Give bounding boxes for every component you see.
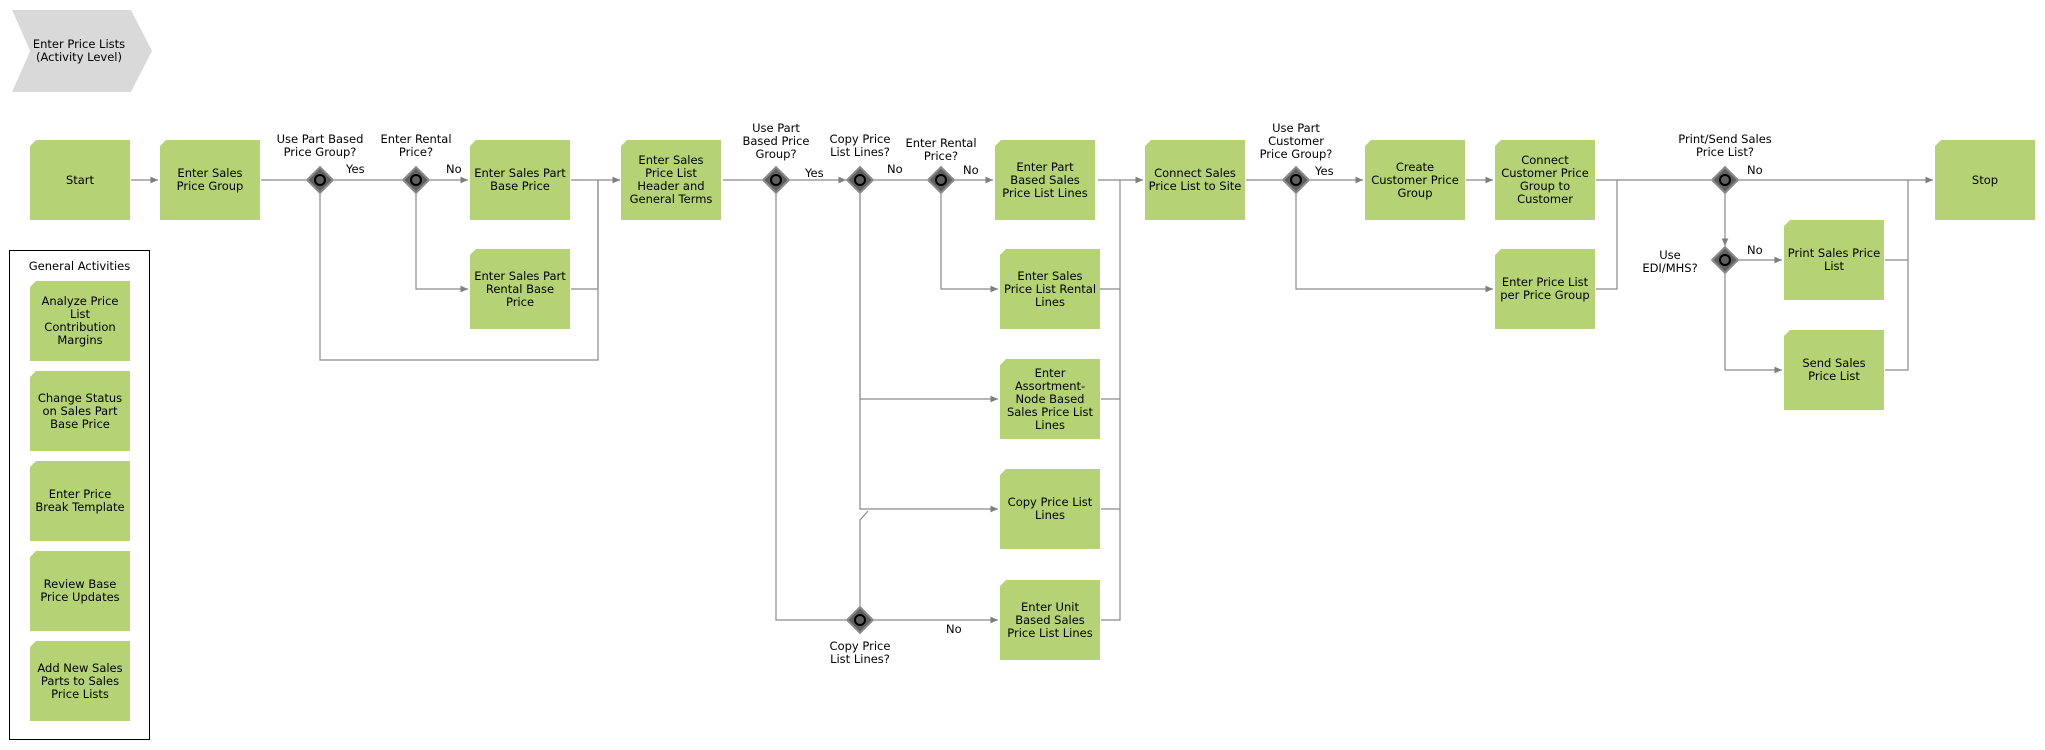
activity-enter-assortment-lines[interactable]: Enter Assortment-Node Based Sales Price … — [1000, 359, 1100, 439]
gateway-circle-icon — [770, 174, 782, 186]
general-activities-panel: General Activities Analyze Price List Co… — [9, 250, 150, 740]
activity-enter-sales-price-list-header[interactable]: Enter Sales Price List Header and Genera… — [621, 140, 721, 220]
edge-g4-copy — [859, 194, 998, 513]
edge-collector — [1098, 180, 1121, 290]
edge-g7-down — [1295, 194, 1493, 293]
gateway-label: Print/Send Sales Price List? — [1678, 132, 1772, 159]
edge-g4-down-assort — [859, 194, 998, 403]
activity-enter-rental-lines[interactable]: Enter Sales Price List Rental Lines — [1000, 249, 1100, 329]
edge-label-no: No — [963, 163, 979, 177]
legend-activity[interactable]: Enter Price Break Template — [30, 461, 130, 541]
gateway-use-part-based-price-group-2[interactable] — [761, 165, 791, 195]
activity-create-customer-price-group[interactable]: Create Customer Price Group — [1365, 140, 1465, 220]
edge-g9-down — [1724, 274, 1782, 374]
gateway-label: Enter Rental Price? — [380, 132, 452, 159]
edge-label-yes: Yes — [346, 162, 365, 176]
legend-activity[interactable]: Change Status on Sales Part Base Price — [30, 371, 130, 451]
activity-enter-sales-price-group[interactable]: Enter Sales Price Group — [160, 140, 260, 220]
activity-enter-sales-part-base-price[interactable]: Enter Sales Part Base Price — [470, 140, 570, 220]
edge-g6-up — [859, 510, 869, 606]
activity-stop[interactable]: Stop — [1935, 140, 2035, 220]
edge-rental-to-header — [571, 180, 599, 290]
edge-g5-down — [940, 194, 998, 293]
activity-enter-price-list-per-group[interactable]: Enter Price List per Price Group — [1495, 249, 1595, 329]
gateway-copy-price-list-lines-2[interactable] — [845, 605, 875, 635]
legend-activity[interactable]: Review Base Price Updates — [30, 551, 130, 631]
activity-print-sales-price-list[interactable]: Print Sales Price List — [1784, 220, 1884, 300]
edge-print-to-stop — [1885, 180, 1909, 261]
gateway-circle-icon — [854, 614, 866, 626]
gateway-circle-icon — [1290, 174, 1302, 186]
edge-label-no: No — [887, 162, 903, 176]
activity-send-sales-price-list[interactable]: Send Sales Price List — [1784, 330, 1884, 410]
activity-enter-unit-based-lines[interactable]: Enter Unit Based Sales Price List Lines — [1000, 580, 1100, 660]
gateway-label: Use EDI/MHS? — [1642, 248, 1698, 275]
edge-label-no: No — [446, 162, 462, 176]
gateway-copy-price-list-lines[interactable] — [845, 165, 875, 195]
activity-copy-price-list-lines[interactable]: Copy Price List Lines — [1000, 469, 1100, 549]
gateway-label: Enter Rental Price? — [905, 136, 977, 163]
edge-g3-down — [775, 194, 846, 621]
legend-activity[interactable]: Analyze Price List Contribution Margins — [30, 281, 130, 361]
edge-perpg-to-g8 — [1596, 180, 1618, 290]
gateway-label: Copy Price List Lines? — [829, 132, 891, 159]
edge-label-yes: Yes — [805, 166, 824, 180]
gateway-use-part-customer-price-group[interactable] — [1281, 165, 1311, 195]
gateway-label: Use Part Based Price Group? — [742, 121, 810, 161]
edge-g2-down — [415, 194, 468, 293]
gateway-enter-rental-price-2[interactable] — [926, 165, 956, 195]
activity-connect-to-site[interactable]: Connect Sales Price List to Site — [1145, 140, 1245, 220]
legend-activity[interactable]: Add New Sales Parts to Sales Price Lists — [30, 641, 130, 721]
gateway-label: Use Part Based Price Group? — [276, 132, 364, 159]
activity-enter-sales-part-rental-base-price[interactable]: Enter Sales Part Rental Base Price — [470, 249, 570, 329]
edge-assort-collector — [1101, 289, 1121, 400]
gateway-use-edi-mhs[interactable] — [1710, 245, 1740, 275]
gateway-enter-rental-price[interactable] — [401, 165, 431, 195]
activity-connect-customer-price-group[interactable]: Connect Customer Price Group to Customer — [1495, 140, 1595, 220]
edge-label-no: No — [1747, 243, 1763, 257]
legend-title: General Activities — [28, 259, 131, 273]
edge-unit-collector — [1101, 509, 1121, 621]
edge-label-yes: Yes — [1315, 164, 1334, 178]
gateway-label: Use Part Customer Price Group? — [1259, 121, 1333, 161]
gateway-use-part-based-price-group[interactable] — [305, 165, 335, 195]
activity-start[interactable]: Start — [30, 140, 130, 220]
activity-enter-part-based-lines[interactable]: Enter Part Based Sales Price List Lines — [995, 140, 1095, 220]
edge-copy-collector — [1101, 399, 1121, 510]
edge-label-no: No — [946, 622, 962, 636]
gateway-label: Copy Price List Lines? — [829, 639, 891, 666]
edge-label-no: No — [1747, 163, 1763, 177]
gateway-circle-icon — [1719, 174, 1731, 186]
gateway-circle-icon — [854, 174, 866, 186]
process-banner: Enter Price Lists (Activity Level) — [12, 10, 152, 92]
gateway-print-send-sales-price-list[interactable] — [1710, 165, 1740, 195]
gateway-circle-icon — [935, 174, 947, 186]
edge-send-to-stop — [1885, 260, 1909, 371]
gateway-circle-icon — [314, 174, 326, 186]
gateway-circle-icon — [1719, 254, 1731, 266]
gateway-circle-icon — [410, 174, 422, 186]
